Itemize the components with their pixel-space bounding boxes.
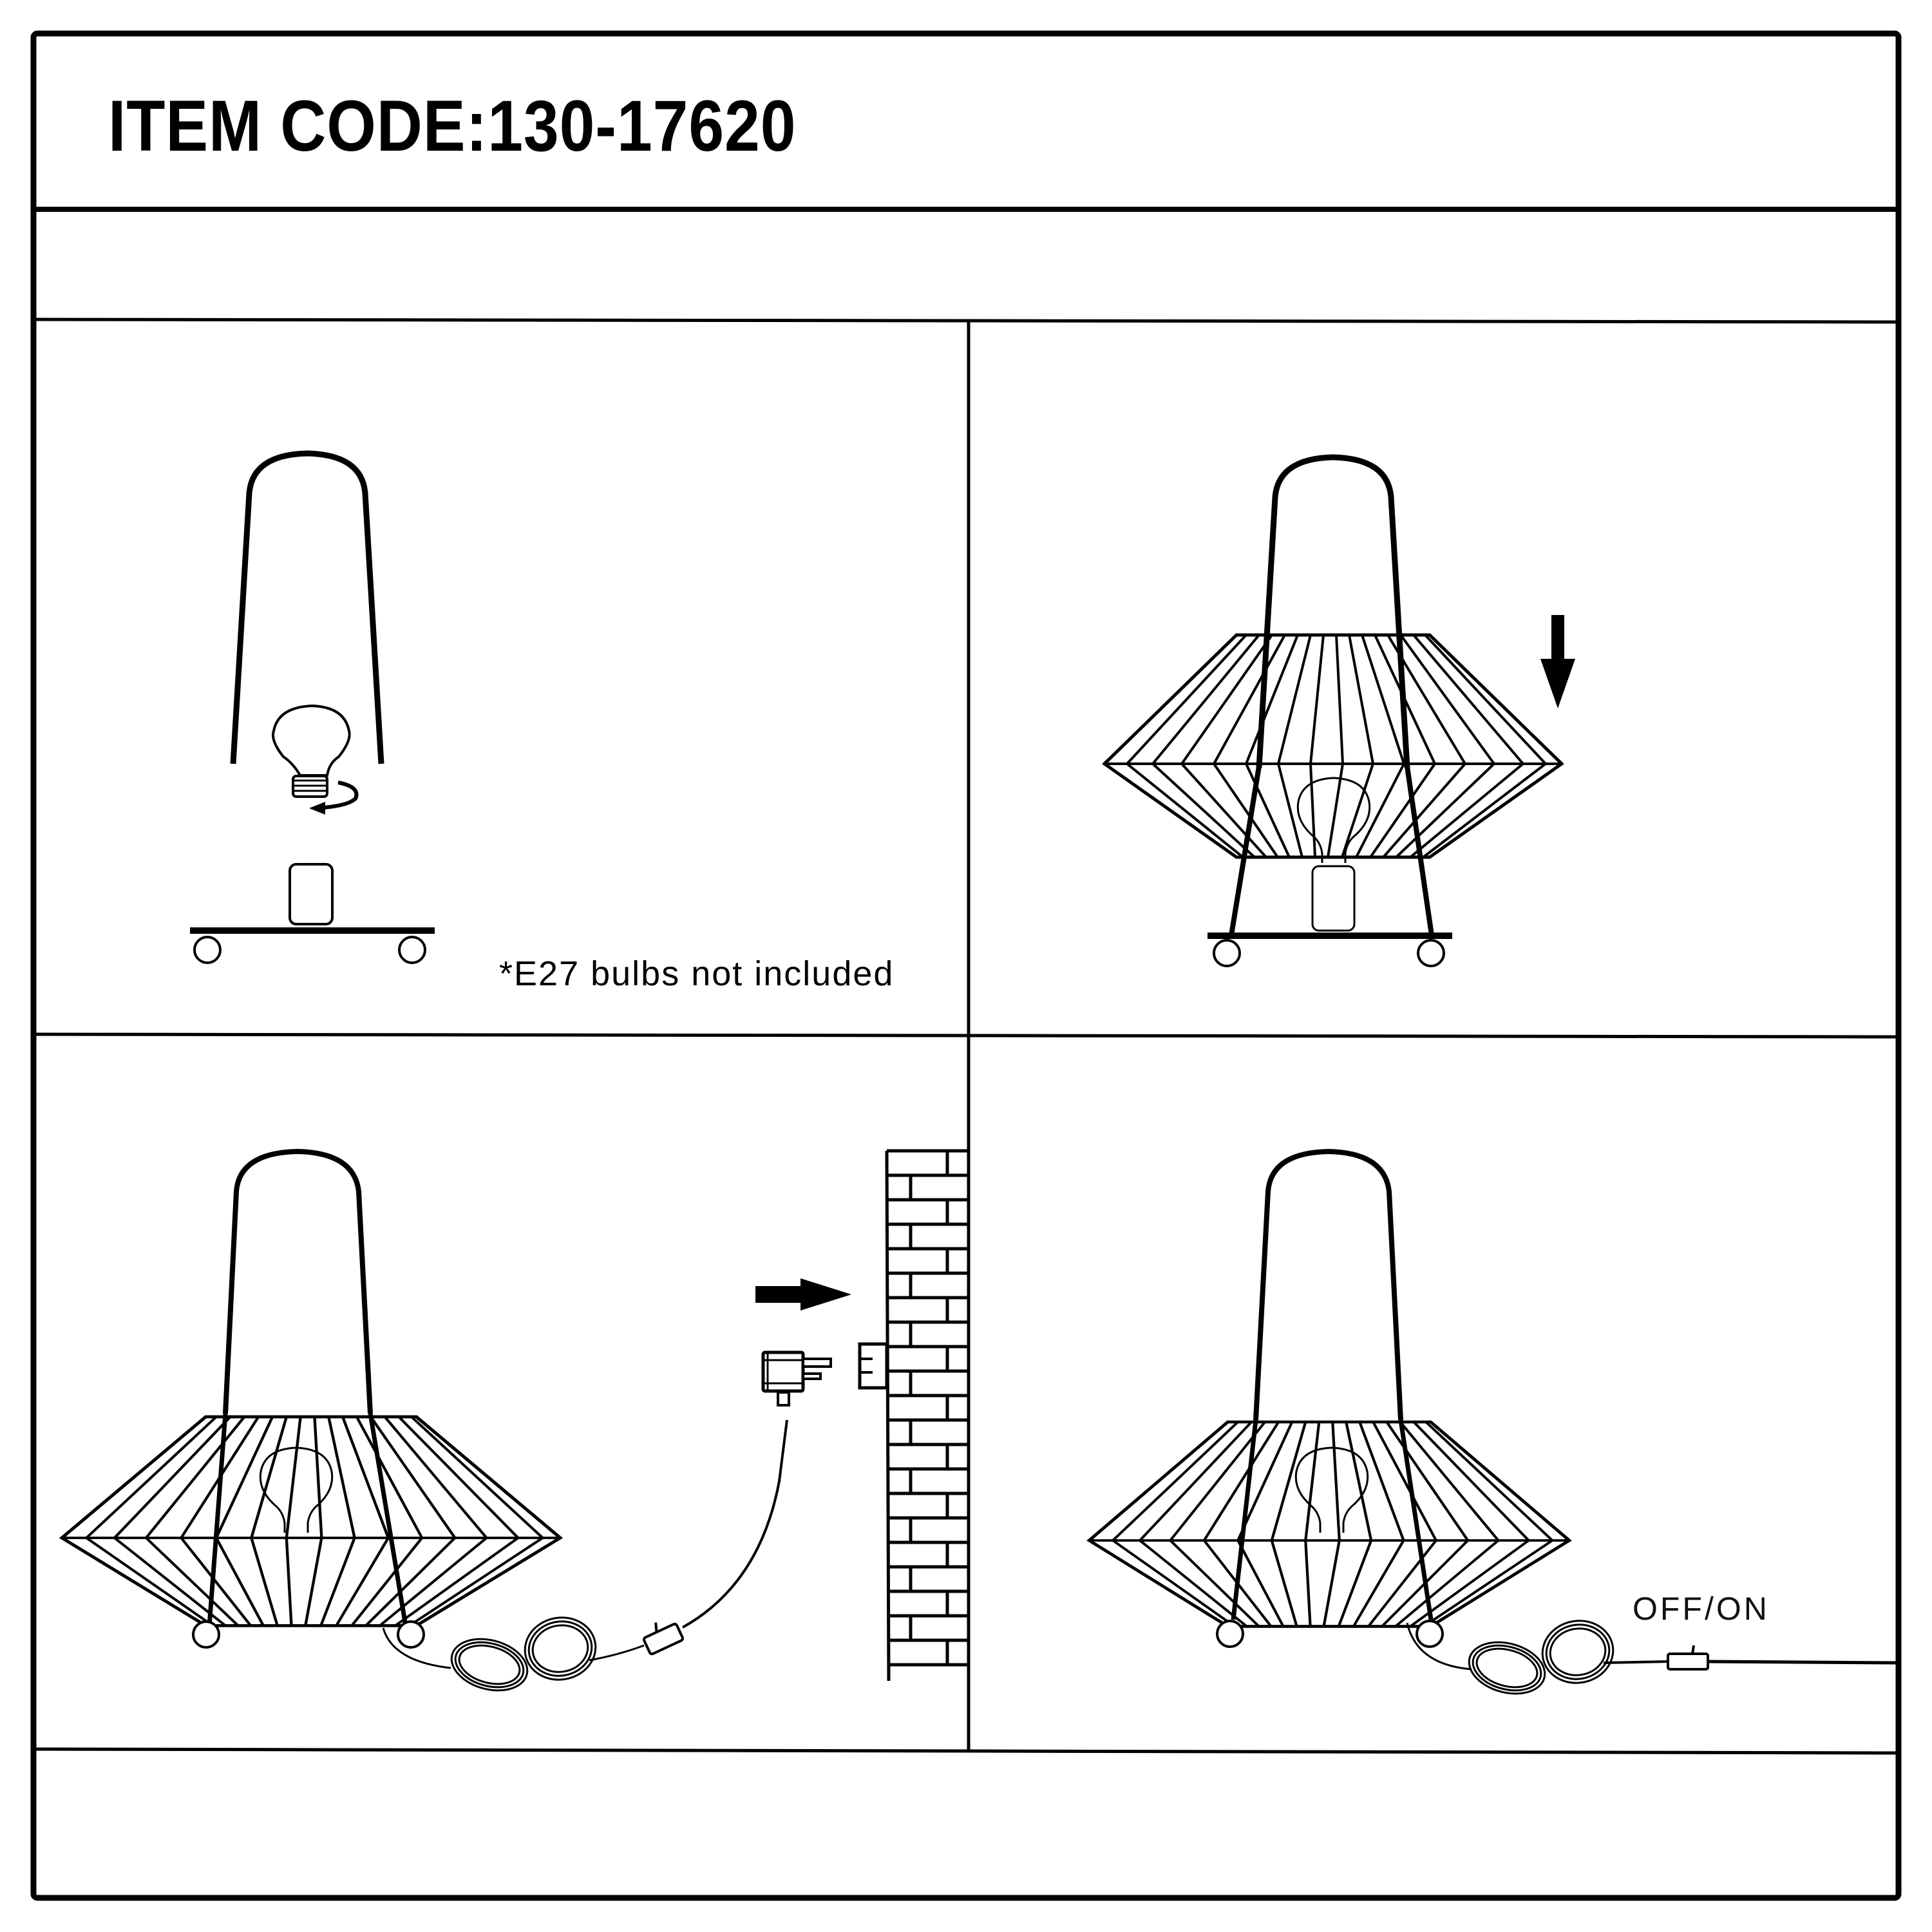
foot-left-icon	[1213, 939, 1241, 967]
lamp-socket-icon	[289, 863, 334, 925]
inline-switch-icon	[1667, 1645, 1709, 1671]
step-4-illustration	[1089, 1149, 1898, 1703]
row-divider-bottom	[33, 1747, 1899, 1755]
foot-left-icon	[192, 1620, 220, 1649]
foot-right-icon	[398, 936, 426, 964]
switch-off-on-label: OFF/ON	[1633, 1591, 1770, 1627]
foot-right-icon	[397, 1620, 425, 1649]
step-1-illustration	[190, 453, 435, 964]
row-divider-top	[33, 317, 1899, 324]
plug-adapter-icon	[761, 1350, 832, 1406]
lamp-base-icon	[190, 927, 435, 934]
lamp-frame-icon	[1259, 457, 1407, 768]
inline-switch-icon	[643, 1622, 684, 1656]
power-cord	[682, 1419, 788, 1629]
power-cord	[1406, 1622, 1472, 1671]
lamp-socket-icon	[1311, 865, 1356, 932]
item-code-title: ITEM CODE:130-17620	[108, 86, 797, 166]
outer-border	[30, 30, 1902, 1901]
bulb-not-included-note: *E27 bulbs not included	[499, 954, 895, 993]
foot-left-icon	[193, 936, 222, 964]
lamp-frame-icon	[223, 1149, 373, 1414]
wall-socket-icon	[858, 1342, 889, 1390]
power-cord	[382, 1627, 451, 1669]
foot-right-icon	[1417, 939, 1445, 967]
step-2-illustration	[1104, 457, 1575, 967]
brick-wall-icon	[885, 1149, 969, 1681]
wire-shade-icon	[1089, 1422, 1569, 1626]
wire-shade-icon	[1104, 635, 1562, 857]
step-3-illustration	[62, 1149, 969, 1700]
rotate-arrow-icon	[315, 781, 359, 810]
lamp-frame-icon	[1253, 1149, 1403, 1421]
right-arrow-icon	[755, 1278, 851, 1311]
foot-right-icon	[1416, 1620, 1444, 1648]
row-divider-middle	[33, 1032, 1899, 1039]
power-cord	[1707, 1660, 1898, 1665]
light-bulb-icon	[272, 704, 351, 798]
wire-shade-icon	[62, 1417, 560, 1625]
cord-coil-icon	[444, 1611, 601, 1700]
cord-coil-icon	[1462, 1614, 1619, 1703]
foot-left-icon	[1216, 1620, 1244, 1648]
down-arrow-icon	[1540, 615, 1575, 708]
lamp-base-icon	[1208, 933, 1452, 939]
